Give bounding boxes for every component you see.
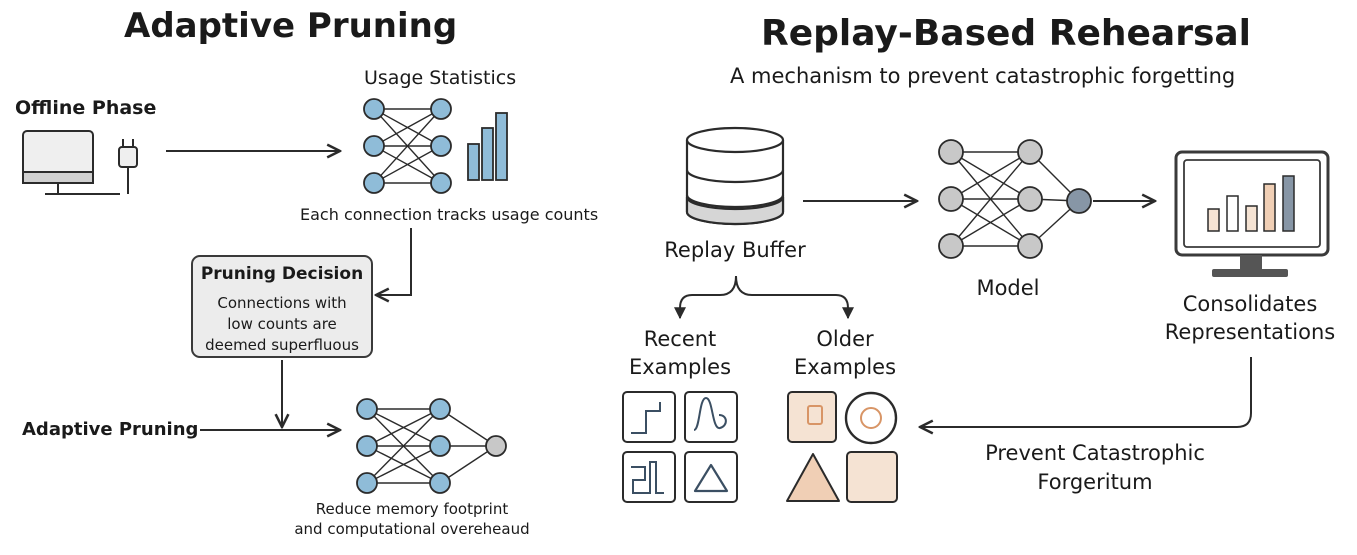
network-node <box>430 98 452 120</box>
network-node <box>429 435 451 457</box>
network-edge <box>366 408 441 484</box>
network-edge <box>950 198 1031 247</box>
older-tile-plain <box>846 451 898 503</box>
older-tile-circle <box>844 391 898 445</box>
network-node <box>1017 186 1043 212</box>
right-subtitle: A mechanism to prevent catastrophic forg… <box>730 64 1236 88</box>
database-icon <box>685 126 785 226</box>
pruning-decision-line-3: deemed superfluous <box>205 336 359 354</box>
recent-line-2: Examples <box>628 355 732 379</box>
pruning-decision-line-2: low counts are <box>227 315 337 333</box>
network-node <box>363 172 385 194</box>
network-edge <box>950 151 1031 200</box>
result-line-2: and computational overeheaud <box>294 520 530 538</box>
pruning-decision-box: Pruning Decision Connections with low co… <box>191 255 373 358</box>
arrow-feedback <box>920 357 1252 427</box>
network-node <box>363 135 385 157</box>
model-network <box>938 139 1092 259</box>
network-node <box>1017 139 1043 165</box>
network-edge <box>366 408 441 447</box>
network-edge <box>366 445 441 484</box>
network-node <box>1017 233 1043 259</box>
prevent-line-2: Forgeritum <box>1037 470 1153 494</box>
network-node <box>356 398 378 420</box>
offline-phase-label: Offline Phase <box>15 97 157 119</box>
network-node <box>429 472 451 494</box>
network-edge <box>373 108 442 147</box>
network-edge <box>373 108 442 184</box>
consolidates-line-2: Representations <box>1164 320 1336 344</box>
right-title: Replay-Based Rehearsal <box>761 13 1252 54</box>
older-tile-triangle <box>786 453 840 502</box>
arrow-stats-to-decision <box>376 228 412 295</box>
usage-statistics-label: Usage Statistics <box>364 67 517 89</box>
network-edge <box>439 445 497 484</box>
network-edge <box>950 151 1031 247</box>
older-line-1: Older <box>816 327 874 351</box>
network-node <box>938 186 964 212</box>
left-title: Adaptive Pruning <box>124 6 458 46</box>
usage-network <box>363 98 452 194</box>
usage-caption: Each connection tracks usage counts <box>300 205 599 224</box>
network-edge <box>439 408 497 447</box>
prevent-line-1: Prevent Catastrophic <box>985 441 1205 465</box>
plug-icon <box>118 139 138 195</box>
network-node <box>430 135 452 157</box>
adaptive-pruning-label: Adaptive Pruning <box>22 419 199 440</box>
usage-bar-chart-icon <box>467 112 508 181</box>
network-edge <box>373 145 442 184</box>
replay-buffer-label: Replay Buffer <box>664 238 806 262</box>
older-line-2: Examples <box>793 355 897 379</box>
recent-line-1: Recent <box>643 327 717 351</box>
network-node <box>430 172 452 194</box>
network-node <box>363 98 385 120</box>
older-tile-square <box>787 391 837 443</box>
pruning-decision-line-1: Connections with <box>217 294 347 312</box>
monitor-icon <box>1174 150 1330 277</box>
brace-right <box>735 275 854 320</box>
network-node <box>938 233 964 259</box>
network-node <box>429 398 451 420</box>
pruned-network <box>356 398 507 494</box>
recent-tile-triangle <box>684 451 738 503</box>
network-node <box>1066 188 1092 214</box>
recent-tile-maze <box>622 451 676 503</box>
recent-tile-step <box>622 391 676 443</box>
recent-tile-wave <box>684 391 738 443</box>
network-node <box>356 472 378 494</box>
computer-icon <box>22 130 120 195</box>
result-line-1: Reduce memory footprint <box>315 500 509 518</box>
model-label: Model <box>976 276 1040 300</box>
network-node <box>356 435 378 457</box>
consolidates-line-1: Consolidates <box>1182 292 1318 316</box>
network-node <box>485 435 507 457</box>
pruning-decision-title: Pruning Decision <box>200 264 364 284</box>
brace-left <box>674 275 737 320</box>
network-node <box>938 139 964 165</box>
